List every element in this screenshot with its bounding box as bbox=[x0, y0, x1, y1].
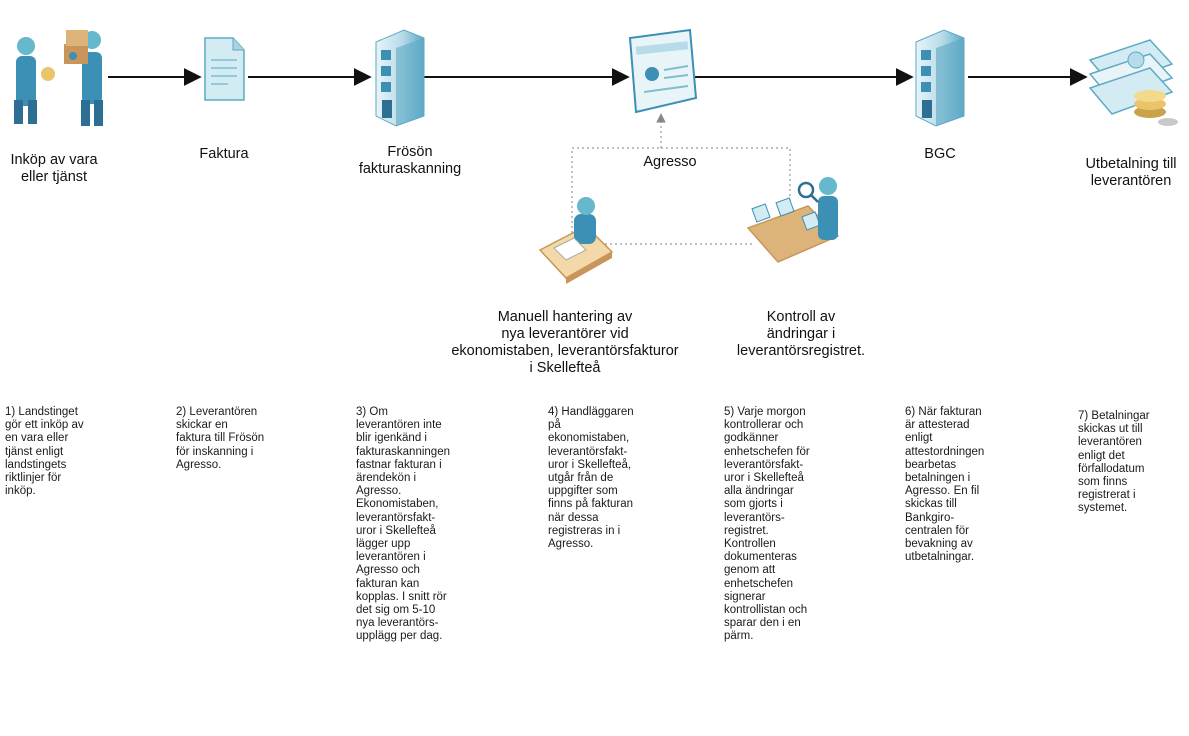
building-icon bbox=[375, 29, 425, 127]
edge-dotted-loop bbox=[571, 113, 791, 245]
step-1-text: 1) Landstinget gör ett inköp av en vara … bbox=[5, 406, 84, 498]
node-label-inkop: Inköp av vara eller tjänst bbox=[10, 152, 98, 185]
step-6-text: 6) När fakturan är attesterad enligt att… bbox=[905, 406, 985, 564]
step-5-text: 5) Varje morgon kontrollerar och godkänn… bbox=[724, 406, 810, 643]
step-3-text: 3) Om leverantören inte blir igenkänd i … bbox=[356, 406, 450, 643]
screen-icon bbox=[628, 28, 698, 114]
document-icon bbox=[204, 37, 245, 101]
building-icon bbox=[915, 29, 965, 127]
money-stack-icon bbox=[1088, 39, 1178, 126]
people-exchange-icon bbox=[14, 30, 103, 126]
node-label-utbetalning: Utbetalning till leverantören bbox=[1085, 156, 1177, 189]
node-label-agresso: Agresso bbox=[643, 154, 697, 170]
node-label-faktura: Faktura bbox=[199, 146, 249, 162]
inspector-icon bbox=[746, 177, 840, 263]
step-2-text: 2) Leverantören skickar en faktura till … bbox=[176, 406, 265, 471]
node-label-manuell: Manuell hantering av nya leverantörer vi… bbox=[451, 309, 679, 376]
node-label-kontroll: Kontroll av ändringar i leverantörsregis… bbox=[736, 309, 866, 359]
node-label-bgc: BGC bbox=[924, 146, 956, 162]
node-label-froson: Frösön fakturaskanning bbox=[358, 144, 462, 177]
step-4-text: 4) Handläggaren på ekonomistaben, levera… bbox=[548, 406, 634, 551]
step-7-text: 7) Betalningar skickas ut till leverantö… bbox=[1078, 410, 1150, 515]
person-desk-icon bbox=[538, 197, 614, 284]
